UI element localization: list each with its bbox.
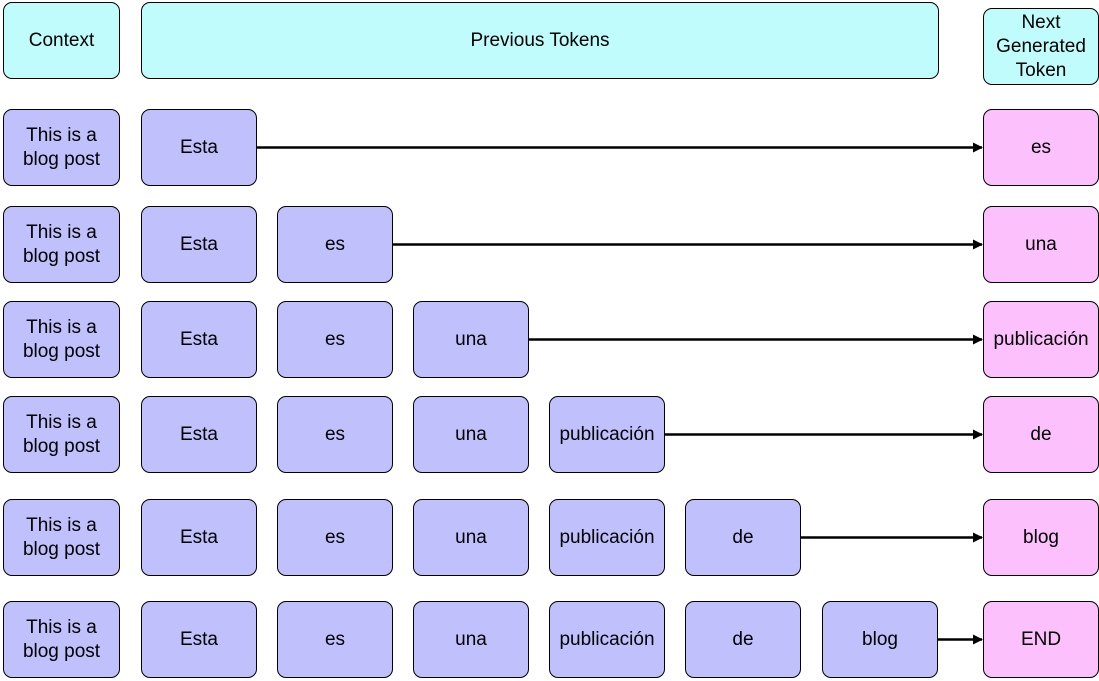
previous-token: es [277, 301, 393, 378]
previous-token: blog [822, 601, 938, 678]
previous-token: es [277, 499, 393, 576]
previous-token: de [685, 499, 801, 576]
previous-token: de [685, 601, 801, 678]
context-box: This is a blog post [3, 601, 120, 678]
context-box: This is a blog post [3, 499, 120, 576]
previous-token: es [277, 396, 393, 473]
next-token-box: una [983, 206, 1099, 283]
previous-token: publicación [549, 601, 665, 678]
next-token-box: de [983, 396, 1099, 473]
previous-token: Esta [141, 109, 257, 186]
previous-token: Esta [141, 396, 257, 473]
previous-token: una [413, 396, 529, 473]
previous-tokens-header: Previous Tokens [141, 2, 939, 79]
previous-token: Esta [141, 206, 257, 283]
next-token-box: es [983, 109, 1099, 186]
context-box: This is a blog post [3, 109, 120, 186]
previous-token: Esta [141, 601, 257, 678]
context-box: This is a blog post [3, 396, 120, 473]
previous-token: una [413, 301, 529, 378]
previous-token: publicación [549, 396, 665, 473]
next-token-box: publicación [983, 301, 1099, 378]
previous-token: Esta [141, 301, 257, 378]
previous-token: es [277, 601, 393, 678]
previous-token: es [277, 206, 393, 283]
next-token-box: END [983, 601, 1099, 678]
context-header: Context [3, 2, 120, 79]
previous-token: una [413, 601, 529, 678]
next-token-box: blog [983, 499, 1099, 576]
context-box: This is a blog post [3, 301, 120, 378]
previous-token: publicación [549, 499, 665, 576]
previous-token: una [413, 499, 529, 576]
context-box: This is a blog post [3, 206, 120, 283]
previous-token: Esta [141, 499, 257, 576]
next-token-header: Next Generated Token [983, 8, 1099, 85]
